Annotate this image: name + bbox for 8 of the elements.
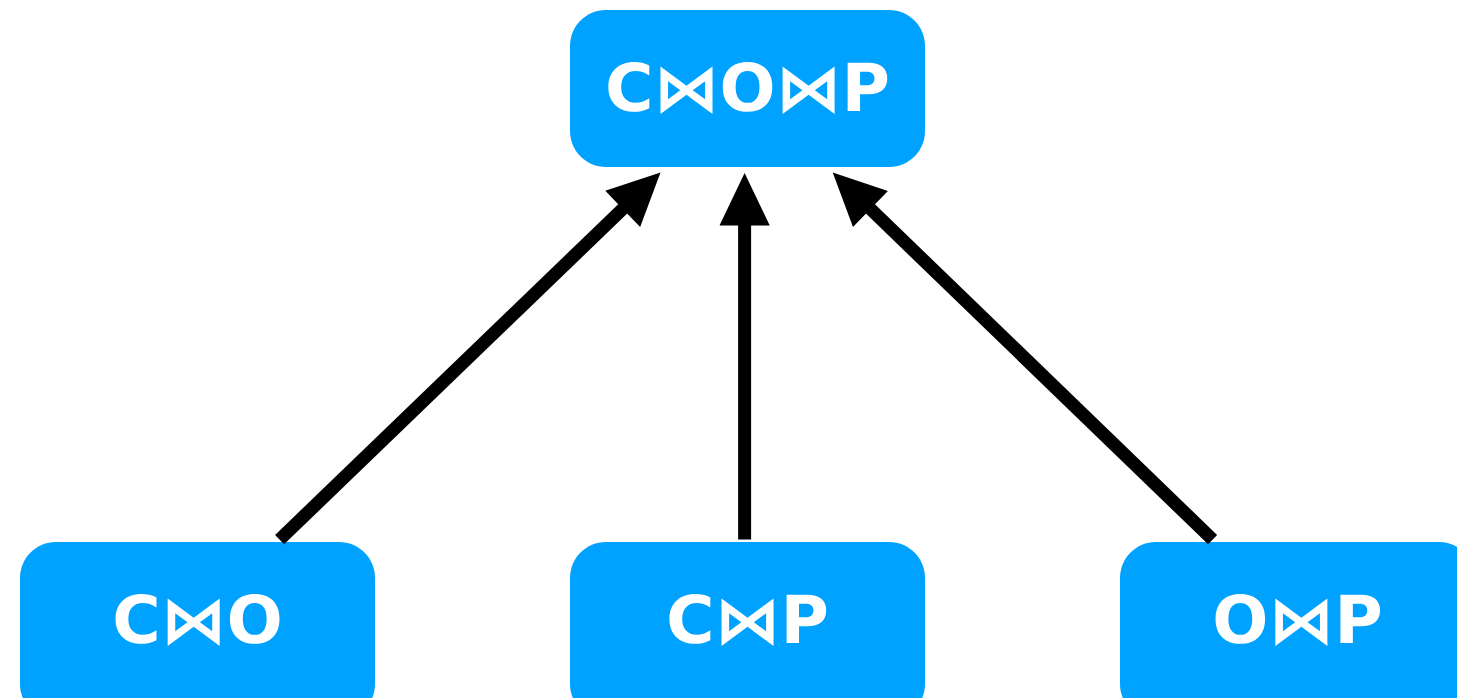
node-label: C⋈P: [669, 593, 827, 647]
node-label: O⋈P: [1215, 593, 1381, 647]
join-box: [20, 542, 375, 698]
join-box: [1120, 542, 1457, 698]
join-box: [570, 542, 925, 698]
node-label: C⋈O: [115, 593, 280, 647]
node-label: C⋈O⋈P: [608, 61, 888, 115]
join-box: [570, 10, 925, 167]
